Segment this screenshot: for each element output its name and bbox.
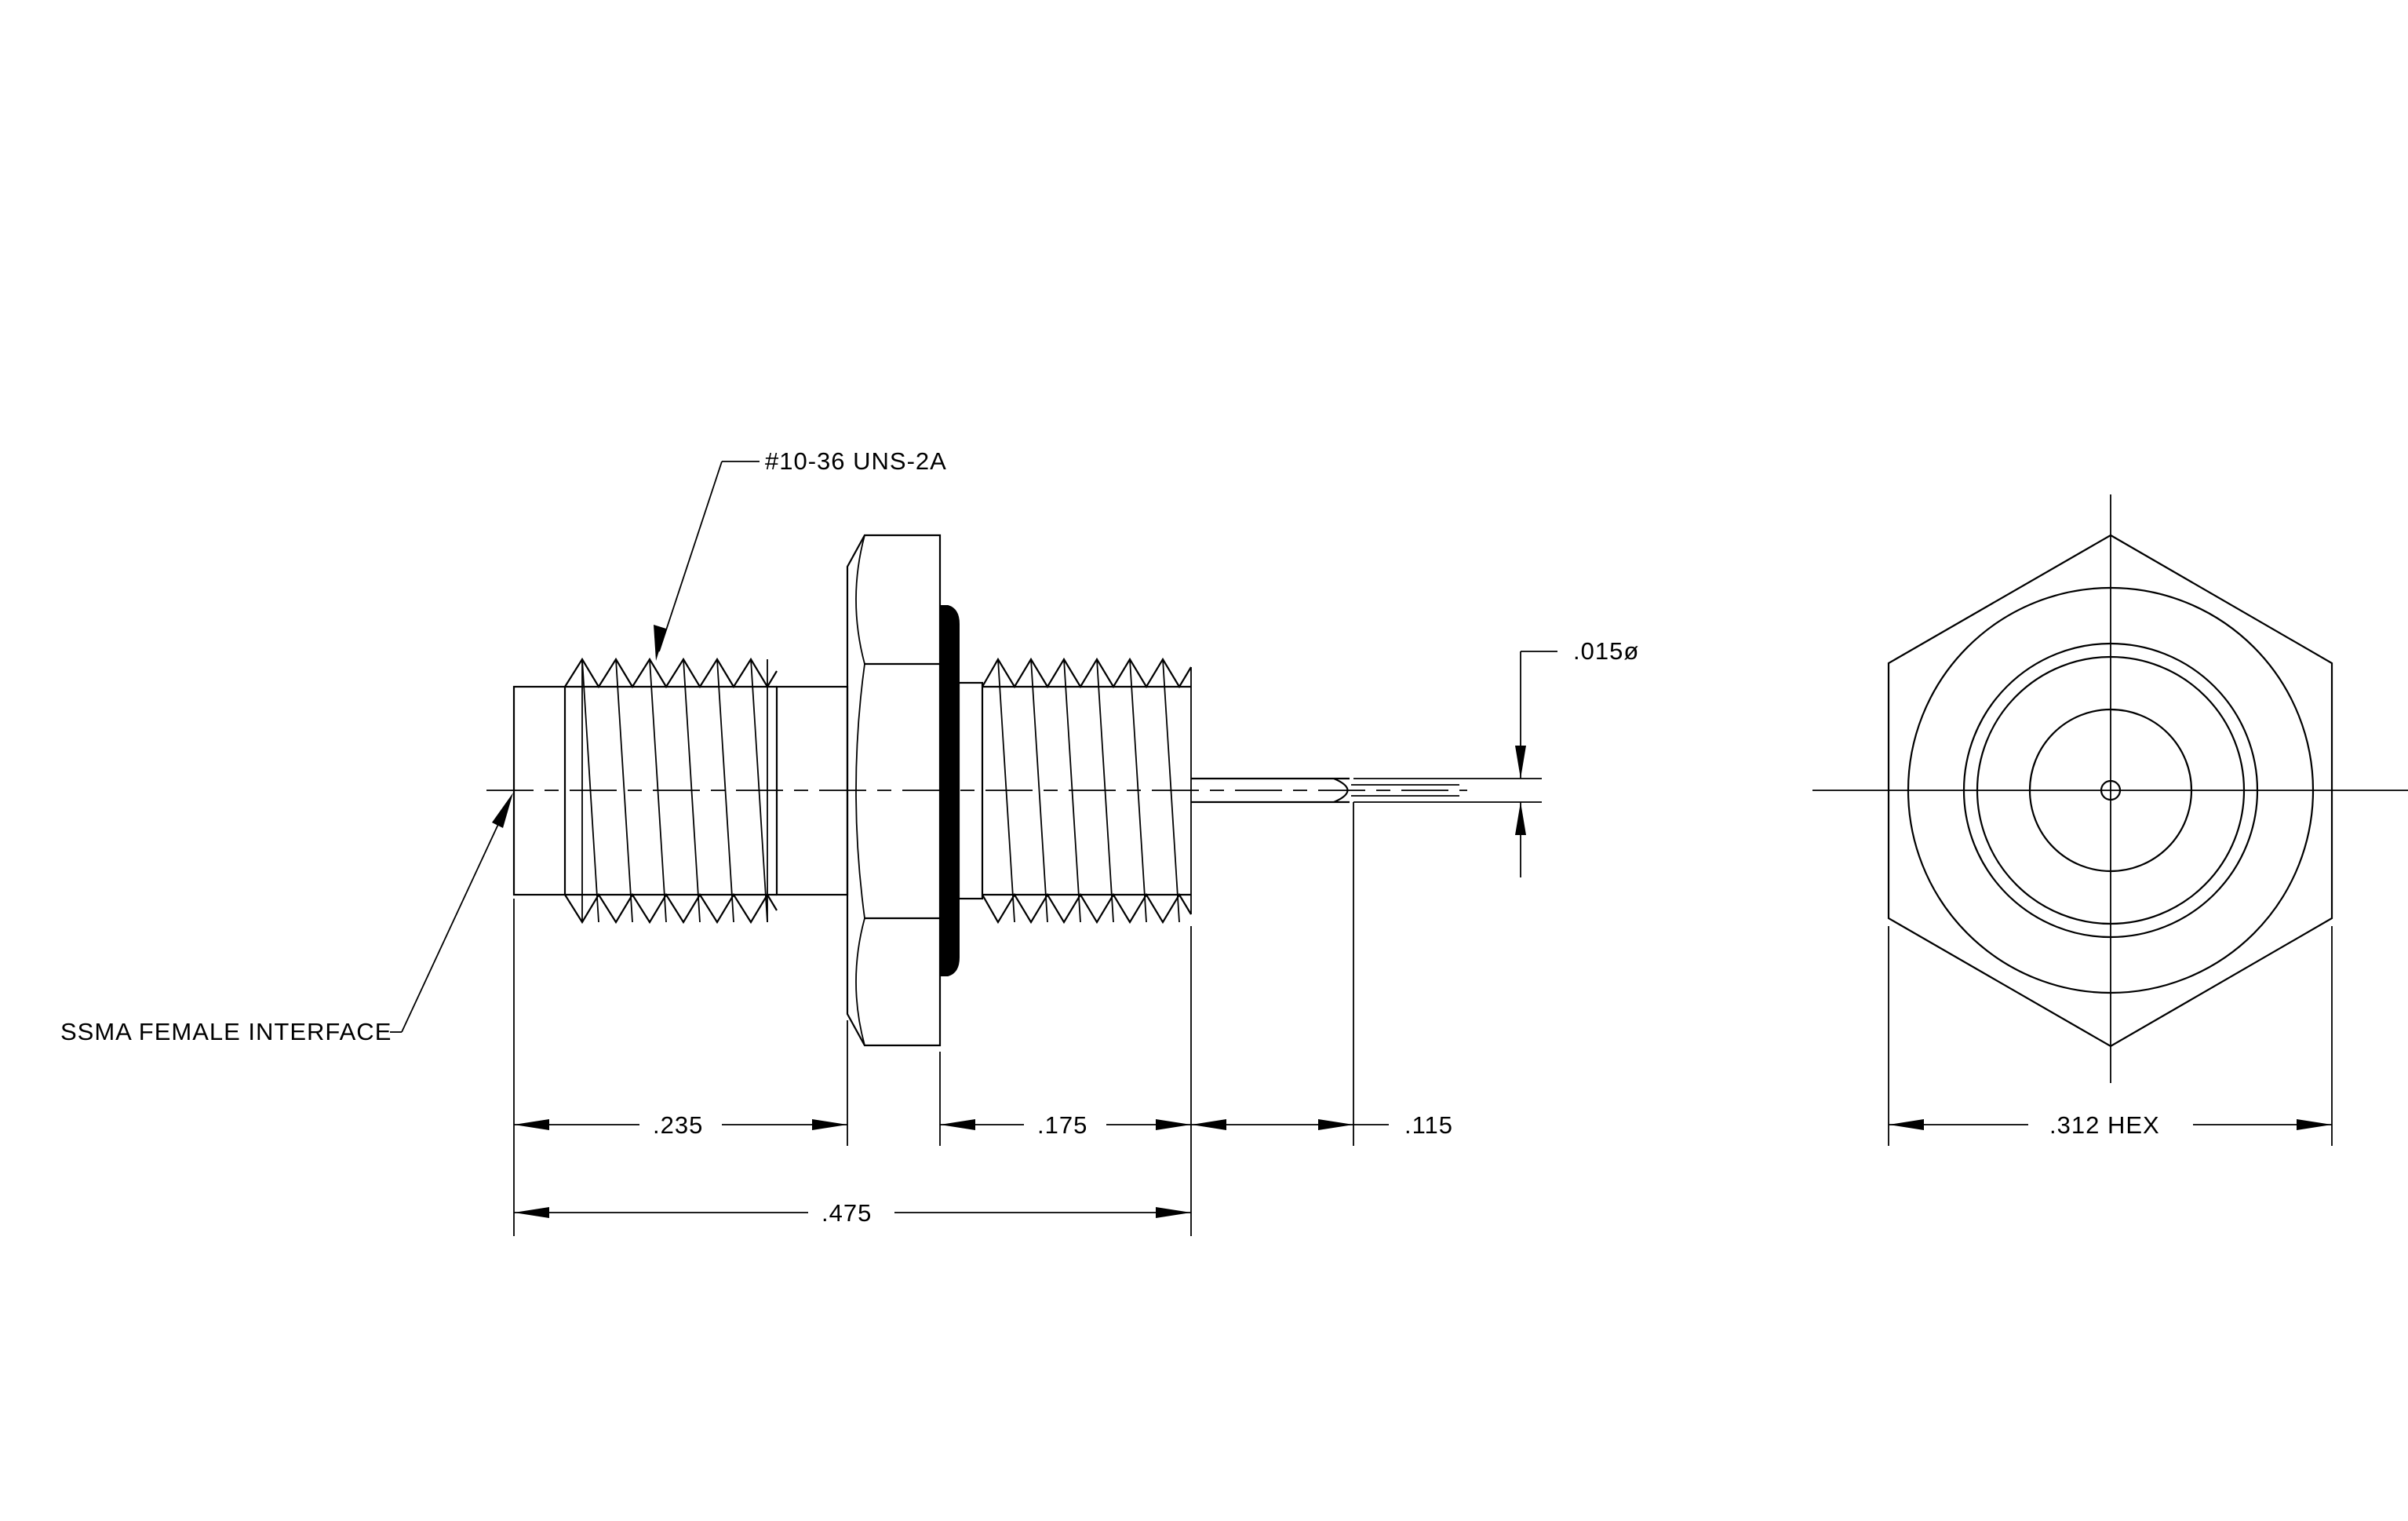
front-thread bbox=[564, 657, 778, 925]
hex-inscribed-circle bbox=[1907, 586, 2315, 994]
dim-pin-length bbox=[1191, 1119, 1389, 1130]
dim-pin-length-label: .115 bbox=[1404, 1111, 1453, 1139]
interface-leader bbox=[390, 793, 513, 1033]
dim-hex-label: .312 HEX bbox=[2049, 1111, 2160, 1139]
side-view: .015ø #10-36 UNS-2A SSMA FEMALE INTERFAC… bbox=[60, 447, 1639, 1236]
dim-front-length bbox=[514, 1119, 847, 1130]
pin-diameter-label: .015ø bbox=[1573, 637, 1639, 665]
interface-outer-circle bbox=[1962, 642, 2259, 939]
pin-diameter-dimension bbox=[1353, 651, 1557, 877]
hex-nut-side bbox=[846, 534, 942, 1047]
dim-rear-thread bbox=[940, 1119, 1191, 1130]
dim-front-length-label: .235 bbox=[653, 1111, 703, 1139]
center-pin bbox=[1191, 777, 1459, 804]
dim-hex bbox=[1888, 926, 2333, 1146]
interface-label: SSMA FEMALE INTERFACE bbox=[60, 1018, 392, 1045]
thread-leader bbox=[654, 461, 760, 661]
extension-lines bbox=[513, 802, 1354, 1236]
dim-overall-length-label: .475 bbox=[821, 1199, 872, 1227]
rear-thread bbox=[982, 657, 1192, 925]
interface-mid-circle bbox=[1976, 655, 2246, 925]
thread-spec-label: #10-36 UNS-2A bbox=[765, 447, 947, 475]
interface-body bbox=[512, 685, 566, 896]
dielectric-circle bbox=[2028, 708, 2193, 873]
end-view: .312 HEX bbox=[1812, 494, 2408, 1146]
hex-outline bbox=[1887, 534, 2333, 1048]
dim-overall-length bbox=[514, 1207, 1191, 1218]
pin-end-circle bbox=[2100, 779, 2122, 801]
rear-collar bbox=[957, 681, 984, 900]
dim-rear-thread-label: .175 bbox=[1037, 1111, 1087, 1139]
gasket bbox=[939, 605, 960, 976]
